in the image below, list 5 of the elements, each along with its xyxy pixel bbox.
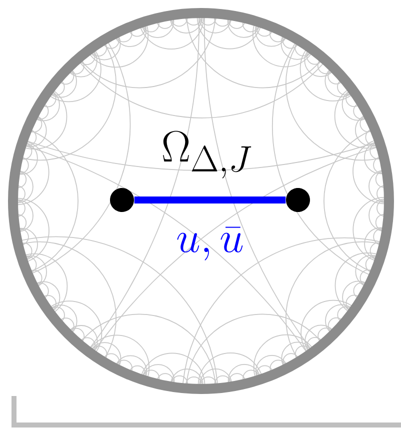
line-segment bbox=[134, 196, 286, 204]
endpoint-dot bbox=[286, 188, 310, 212]
formula-label: $\Omega_{\Delta,J}$ bbox=[162, 130, 252, 178]
edge-label: $u, \bar{u}$ bbox=[177, 226, 243, 260]
endpoint-dot bbox=[110, 188, 134, 212]
